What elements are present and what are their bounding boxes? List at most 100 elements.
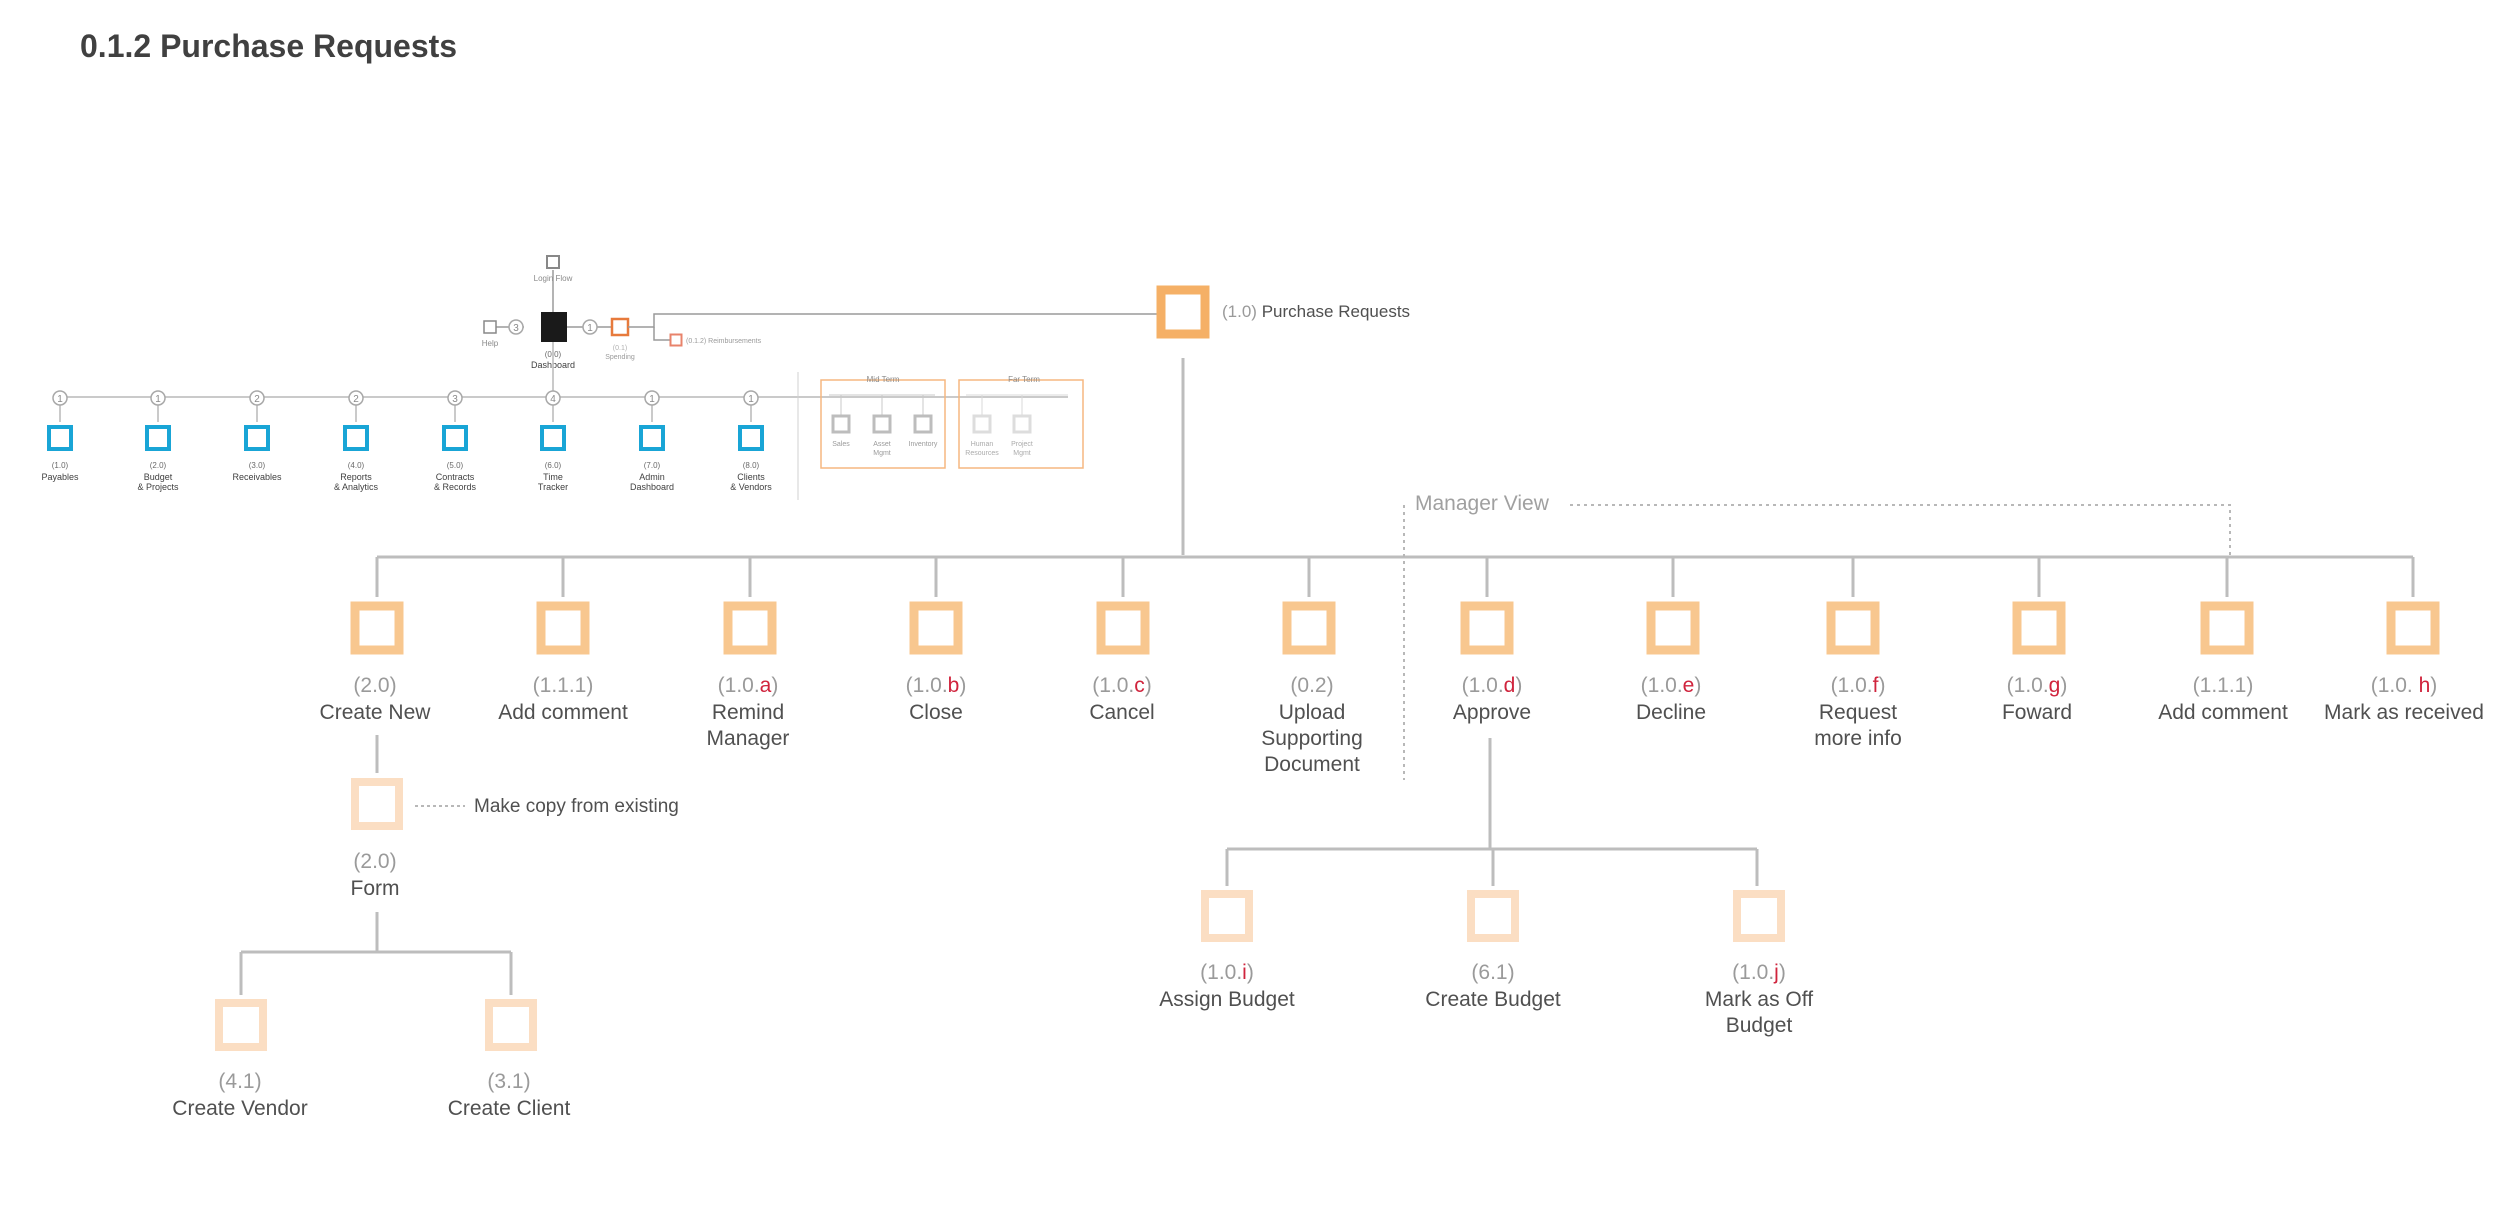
module-node-3[interactable] [244,425,270,451]
root-node-purchase-requests[interactable] [1156,285,1210,339]
node-create-new[interactable] [350,601,404,655]
help-node[interactable] [483,320,497,334]
root-label: (1.0) Purchase Requests [1222,302,1410,321]
node-add-comment-2-label: Add comment [2158,701,2288,724]
node-assign-budget-num-close: ) [1247,961,1254,984]
node-request-info-num: (1.0.f) [1831,674,1886,697]
node-form[interactable] [351,778,403,830]
node-add-comment-2[interactable] [2200,601,2254,655]
node-close[interactable] [909,601,963,655]
module-num: (2.0) [150,461,167,470]
module-count-badge-text: 3 [452,394,458,405]
node-add-comment-1-num: (1.1.1) [533,674,594,697]
node-approve-num-close: ) [1515,674,1522,697]
node-request-info[interactable] [1826,601,1880,655]
node-mark-off-budget[interactable] [1733,890,1785,942]
node-approve-num-prefix: (1.0. [1462,674,1504,697]
far-term-node-2[interactable] [1012,414,1032,434]
module-node-1[interactable] [47,425,73,451]
module-label-2: & Projects [137,482,179,492]
module-count-badge-text: 2 [254,394,260,405]
module-num: (7.0) [644,461,661,470]
spending-num: (0.1) [613,345,627,352]
module-label-2: & Records [434,482,477,492]
node-decline[interactable] [1646,601,1700,655]
node-create-budget-num-prefix: (6.1) [1471,961,1514,984]
far-term-group [958,379,1084,469]
module-num: (8.0) [743,461,760,470]
node-create-budget-num: (6.1) [1471,961,1514,984]
node-remind-manager-num-close: ) [771,674,778,697]
manager-view-label: Manager View [1415,492,1550,515]
node-cancel-num-close: ) [1145,674,1152,697]
spending-node[interactable] [610,317,630,337]
node-upload-document-num-prefix: (0.2) [1290,674,1333,697]
node-mark-off-budget-num-letter: j [1773,961,1779,984]
node-upload-document[interactable] [1282,601,1336,655]
node-create-client[interactable] [485,999,537,1051]
reimbursements-node[interactable] [669,333,683,347]
mid-term-node-3[interactable] [913,414,933,434]
login-flow-node[interactable] [546,255,560,269]
node-create-budget[interactable] [1467,890,1519,942]
module-label-2: & Vendors [730,482,772,492]
node-form-num-prefix: (2.0) [353,850,396,873]
node-upload-document-label-3: Document [1264,753,1360,776]
module-node-6[interactable] [540,425,566,451]
node-create-budget-label: Create Budget [1425,988,1561,1011]
node-foward-num-letter: g [2049,674,2061,697]
node-remind-manager-num-letter: a [760,674,772,697]
mid-term-label: Sales [832,441,850,448]
node-add-comment-1[interactable] [536,601,590,655]
node-add-comment-1-label: Add comment [498,701,628,724]
node-assign-budget-num-prefix: (1.0. [1200,961,1242,984]
mid-term-title: Mid Term [867,375,900,384]
node-foward-num: (1.0.g) [2007,674,2068,697]
module-node-2[interactable] [145,425,171,451]
node-assign-budget-num: (1.0.i) [1200,961,1254,984]
node-request-info-num-prefix: (1.0. [1831,674,1873,697]
mid-term-group [820,379,946,469]
far-term-node-1[interactable] [972,414,992,434]
module-label-2: & Analytics [334,482,379,492]
help-count-badge-text: 3 [513,323,519,334]
module-count-badge [545,390,561,406]
module-node-8[interactable] [738,425,764,451]
node-foward[interactable] [2012,601,2066,655]
module-node-7[interactable] [639,425,665,451]
module-count-badge [249,390,265,406]
node-close-num: (1.0.b) [906,674,967,697]
module-count-badge [743,390,759,406]
mid-term-node-2[interactable] [872,414,892,434]
node-add-comment-2-num-prefix: (1.1.1) [2193,674,2254,697]
mid-term-node-1[interactable] [831,414,851,434]
node-upload-document-num: (0.2) [1290,674,1333,697]
node-form-label: Form [351,877,400,900]
node-approve[interactable] [1460,601,1514,655]
module-count-badge [52,390,68,406]
node-create-new-label: Create New [320,701,432,724]
node-add-comment-1-num-prefix: (1.1.1) [533,674,594,697]
mid-term-label-2: Mgmt [873,450,891,457]
node-decline-num-close: ) [1694,674,1701,697]
spending-count-badge-text: 1 [587,323,593,334]
module-label: Clients [737,472,765,482]
module-node-4[interactable] [343,425,369,451]
node-decline-label: Decline [1636,701,1706,724]
module-count-badge-text: 2 [353,394,359,405]
node-remind-manager[interactable] [723,601,777,655]
node-close-num-prefix: (1.0. [906,674,948,697]
mid-term-label: Inventory [909,441,938,448]
node-create-vendor[interactable] [215,999,267,1051]
module-label: Admin [639,472,665,482]
node-mark-received[interactable] [2386,601,2440,655]
node-close-num-close: ) [959,674,966,697]
node-mark-off-budget-num-close: ) [1779,961,1786,984]
dashboard-node[interactable] [541,312,567,342]
module-node-5[interactable] [442,425,468,451]
reimbursements-connector [653,327,671,341]
node-foward-num-close: ) [2060,674,2067,697]
node-cancel[interactable] [1096,601,1150,655]
node-assign-budget[interactable] [1201,890,1253,942]
